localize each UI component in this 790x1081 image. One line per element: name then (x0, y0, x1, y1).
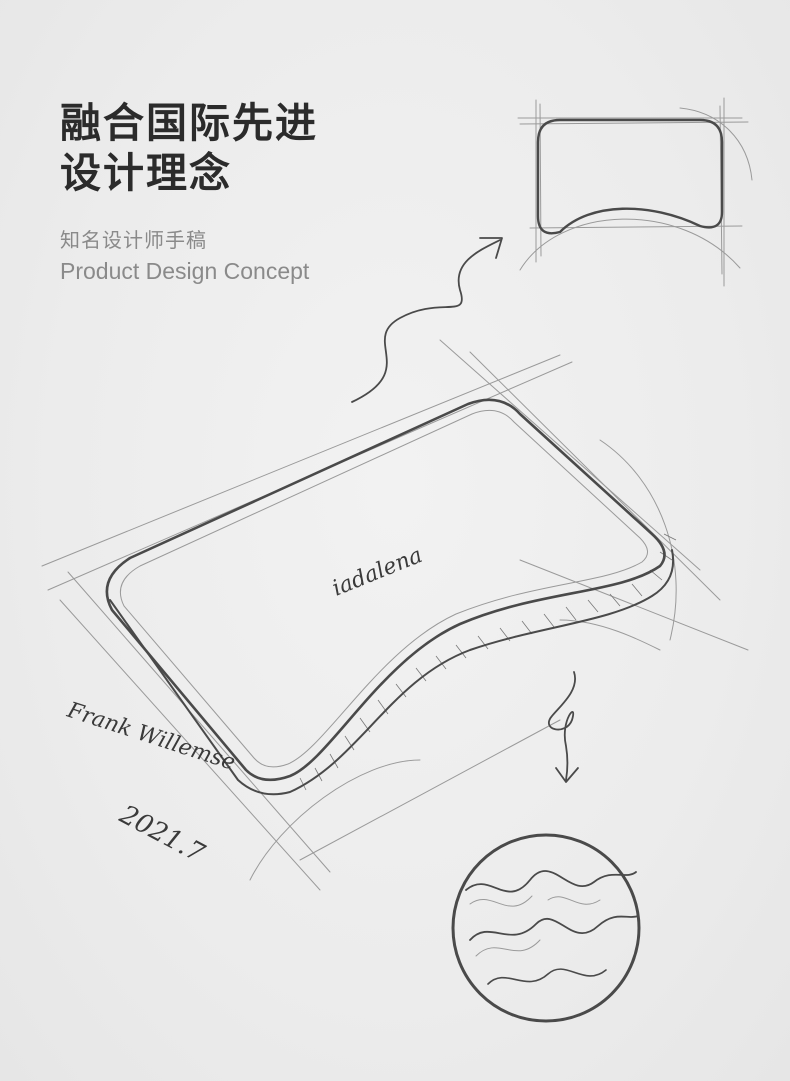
pillow-main-sketch: iadalena (105, 398, 677, 796)
construction-lines (41, 339, 749, 891)
subtitle-chinese: 知名设计师手稿 (60, 228, 207, 252)
surface-detail-circle (451, 833, 641, 1023)
subtitle-english: Product Design Concept (60, 258, 310, 284)
headline: 融合国际先进 设计理念 (60, 98, 318, 198)
headline-line-2: 设计理念 (60, 149, 232, 197)
brand-logo-text: iadalena (329, 543, 426, 602)
pillow-profile-sketch (517, 97, 753, 287)
signature-date: 2021.7 (114, 799, 210, 869)
wavy-arrow-up-icon (351, 237, 503, 403)
headline-line-1: 融合国际先进 (60, 99, 318, 147)
curly-arrow-down-icon (548, 671, 579, 783)
designer-signature: Frank Willemse 2021.7 (63, 698, 238, 869)
